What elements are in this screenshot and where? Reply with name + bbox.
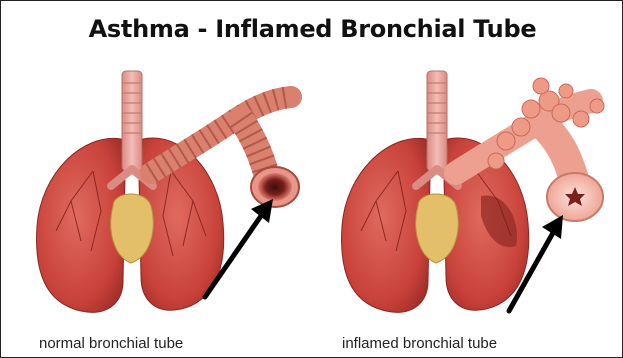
caption-normal: normal bronchial tube <box>39 335 183 352</box>
inflamed-lungs <box>342 71 529 312</box>
caption-inflamed: inflamed bronchial tube <box>342 335 497 352</box>
normal-lungs <box>37 71 224 312</box>
